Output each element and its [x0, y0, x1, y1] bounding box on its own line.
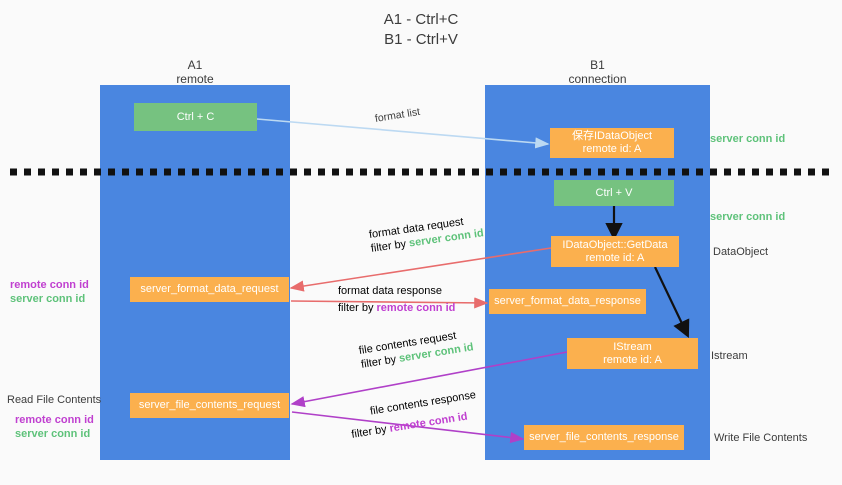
node-server-file-contents-request-label: server_file_contents_request: [138, 399, 281, 411]
right-label-istream: Istream: [711, 349, 748, 363]
right-label-write-file-contents: Write File Contents: [714, 431, 807, 445]
filter-by-prefix: filter by: [370, 237, 410, 255]
node-getdata[interactable]: IDataObject::GetData remote id: A: [551, 236, 679, 267]
node-ctrl-v[interactable]: Ctrl + V: [554, 180, 674, 206]
left-label-remote-conn-id-1: remote conn id: [10, 279, 89, 291]
right-label-server-conn-id-1: server conn id: [710, 132, 785, 146]
lane-header-b1: B1 connection: [485, 58, 710, 86]
right-label-server-conn-id-1-text: server conn id: [710, 133, 786, 145]
edge-label-format-data-response: format data response filter by remote co…: [338, 284, 455, 315]
node-server-file-contents-response[interactable]: server_file_contents_response: [524, 425, 684, 450]
right-label-server-conn-id-2: server conn id: [710, 210, 785, 224]
node-server-format-data-response-label: server_format_data_response: [494, 295, 641, 307]
filter-by-prefix: filter by: [350, 422, 391, 441]
right-label-istream-text: Istream: [711, 350, 748, 362]
right-label-write-file-contents-text: Write File Contents: [714, 432, 808, 444]
left-label-server-conn-id-2: server conn id: [15, 428, 91, 440]
node-save-idataobject[interactable]: 保存IDataObject remote id: A: [550, 128, 674, 158]
page-title-line2: B1 - Ctrl+V: [384, 31, 458, 48]
lane-header-b1-name: B1: [590, 58, 605, 72]
left-label-read-file-contents-group: Read File Contents remote conn id server…: [7, 393, 101, 441]
edge-label-format-data-response-line1: format data response: [338, 285, 442, 297]
node-istream-line1: IStream: [613, 340, 652, 353]
edge-label-format-data-request: format data request filter by server con…: [368, 212, 485, 256]
left-label-remote-conn-id-2: remote conn id: [15, 414, 94, 426]
edge-label-format-list: format list: [374, 105, 421, 126]
node-server-file-contents-response-label: server_file_contents_response: [529, 431, 679, 443]
right-label-dataobject: DataObject: [713, 245, 768, 259]
node-ctrl-c-label: Ctrl + C: [176, 110, 215, 123]
right-label-dataobject-text: DataObject: [713, 246, 769, 258]
lane-header-a1-sub: remote: [176, 72, 214, 86]
node-getdata-line1: IDataObject::GetData: [562, 238, 668, 251]
node-istream-line2: remote id: A: [603, 353, 662, 366]
filter-by-prefix: filter by: [338, 302, 377, 314]
node-server-format-data-request-label: server_format_data_request: [140, 283, 279, 295]
node-save-idataobject-line1: 保存IDataObject: [571, 130, 653, 142]
lane-header-a1-name: A1: [187, 58, 203, 72]
lane-header-a1: A1 remote: [100, 58, 290, 86]
node-ctrl-v-label: Ctrl + V: [595, 186, 633, 199]
node-getdata-line2: remote id: A: [585, 251, 645, 264]
edge-label-format-list-text: format list: [374, 105, 421, 125]
left-label-read-file-contents: Read File Contents: [7, 394, 102, 406]
node-server-file-contents-request[interactable]: server_file_contents_request: [130, 393, 289, 418]
edge-label-file-contents-response: file contents response filter by remote …: [347, 388, 480, 442]
filter-key-remote-conn-id: remote conn id: [376, 302, 456, 314]
node-server-format-data-response[interactable]: server_format_data_response: [489, 289, 646, 314]
filter-key-remote-conn-id: remote conn id: [388, 410, 469, 435]
edge-label-file-contents-request: file contents request filter by server c…: [358, 326, 475, 371]
edge-label-format-data-response-line2: filter by remote conn id: [338, 301, 455, 315]
left-label-conn-ids-1: remote conn id server conn id: [10, 278, 89, 306]
node-save-idataobject-line2: remote id: A: [582, 143, 642, 155]
right-label-server-conn-id-2-text: server conn id: [710, 211, 786, 223]
node-istream[interactable]: IStream remote id: A: [567, 338, 698, 369]
page-title-line1: A1 - Ctrl+C: [383, 11, 459, 28]
lane-header-b1-sub: connection: [568, 72, 627, 86]
page-title: A1 - Ctrl+C B1 - Ctrl+V: [0, 10, 842, 50]
node-server-format-data-request[interactable]: server_format_data_request: [130, 277, 289, 302]
left-label-server-conn-id-1: server conn id: [10, 293, 86, 305]
node-ctrl-c[interactable]: Ctrl + C: [134, 103, 257, 131]
